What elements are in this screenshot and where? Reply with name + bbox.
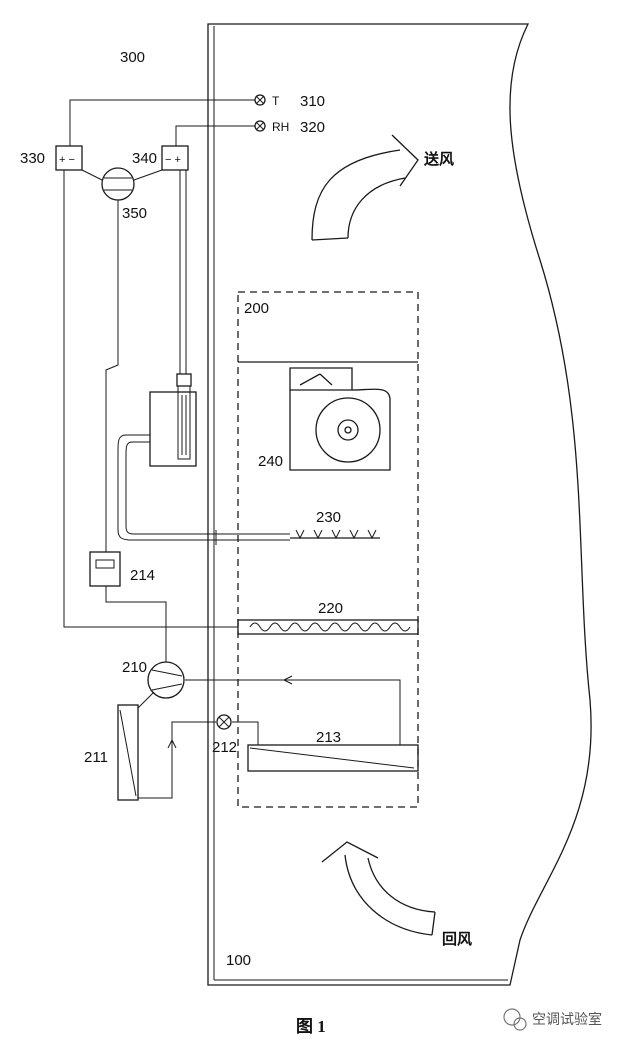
humidifier bbox=[149, 373, 197, 467]
wechat-icon bbox=[503, 1008, 527, 1031]
electric-heater-label: 220 bbox=[318, 600, 343, 617]
svg-text:空调试验室: 空调试验室 bbox=[532, 1011, 602, 1027]
spray-nozzles-label: 230 bbox=[316, 509, 341, 526]
fan-label: 240 bbox=[258, 453, 283, 470]
valve-to-evaporator-line bbox=[232, 721, 259, 745]
unit-box bbox=[237, 291, 419, 808]
controller-link-wires bbox=[81, 169, 163, 181]
watermark: 空调试验室 bbox=[503, 1008, 602, 1031]
temp-controller-label: 330 bbox=[20, 150, 45, 167]
svg-text:+ −: + − bbox=[59, 154, 75, 166]
unit-box-label: 200 bbox=[244, 300, 269, 317]
refrigerant-discharge-line bbox=[137, 691, 155, 709]
controller-label: 300 bbox=[120, 49, 145, 66]
rh-controller: − + bbox=[161, 145, 189, 171]
suction-flow-arrow bbox=[282, 675, 293, 685]
temp-sensor-label: 310 bbox=[300, 93, 325, 110]
rh-sensor-wire bbox=[175, 125, 256, 146]
figure-caption: 图 1 bbox=[296, 1017, 326, 1036]
rh-controller-label: 340 bbox=[132, 150, 157, 167]
temp-sensor-symbol-label: T bbox=[272, 94, 280, 108]
expansion-valve bbox=[216, 714, 232, 730]
return-air-label: 回风 bbox=[442, 931, 472, 948]
supply-air-arrow bbox=[311, 134, 419, 241]
spray-nozzles bbox=[290, 529, 380, 540]
meter bbox=[89, 551, 121, 587]
heater-supply-wire bbox=[63, 170, 238, 628]
fan bbox=[289, 367, 391, 471]
evaporator-label: 213 bbox=[316, 729, 341, 746]
steam-pipe bbox=[117, 434, 290, 541]
temp-controller: + − bbox=[55, 145, 83, 171]
condenser bbox=[117, 704, 139, 801]
room-label: 100 bbox=[226, 952, 251, 969]
rh-sensor-label: 320 bbox=[300, 119, 325, 136]
room-outline bbox=[207, 23, 592, 986]
power-unit bbox=[101, 167, 135, 201]
return-air-arrow bbox=[321, 841, 436, 936]
evaporator bbox=[247, 744, 419, 772]
rh-sensor-symbol bbox=[254, 120, 266, 132]
meter-label: 214 bbox=[130, 567, 155, 584]
temp-sensor-symbol bbox=[254, 94, 266, 106]
power-unit-label: 350 bbox=[122, 205, 147, 222]
rh-controller-to-humidifier-wire bbox=[179, 170, 187, 374]
condenser-label: 211 bbox=[84, 749, 108, 766]
temp-sensor-wire bbox=[69, 99, 256, 146]
rh-sensor-symbol-label: RH bbox=[272, 120, 289, 134]
meter-wire bbox=[105, 200, 119, 552]
refrigerant-suction-line bbox=[185, 679, 401, 745]
liquid-flow-arrow bbox=[167, 738, 177, 749]
compressor-label: 210 bbox=[122, 659, 147, 676]
svg-text:− +: − + bbox=[165, 154, 181, 166]
supply-air-label: 送风 bbox=[423, 150, 454, 168]
expansion-valve-label: 212 bbox=[212, 739, 237, 756]
refrigerant-liquid-line bbox=[138, 721, 216, 799]
electric-heater bbox=[237, 619, 419, 635]
meter-to-compressor-wire bbox=[105, 586, 167, 662]
